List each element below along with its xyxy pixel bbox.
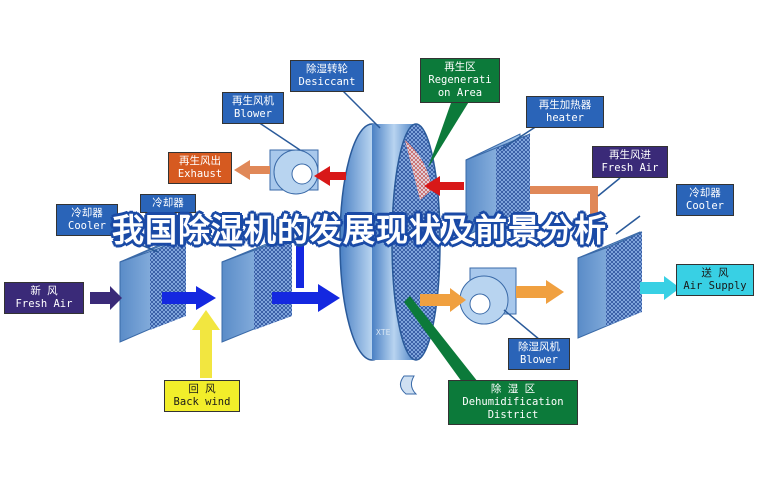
label-regen-area-en1: Regenerati	[428, 74, 492, 86]
label-cooler-left-en: Cooler	[68, 220, 106, 232]
label-cooler-left-zh: 冷却器	[71, 207, 103, 219]
label-regen-heater-zh: 再生加热器	[538, 99, 592, 111]
label-regen-fresh-air: 再生风进 Fresh Air	[592, 146, 668, 178]
label-regen-exhaust: 再生风出 Exhaust	[168, 152, 232, 184]
air-flow-arrows	[90, 160, 680, 378]
label-desiccant-zh: 除湿转轮	[306, 63, 348, 75]
arrow-blue-2	[272, 284, 340, 312]
label-cooler-mid-zh: 冷却器	[152, 197, 184, 209]
label-cooler-right-zh: 冷却器	[689, 187, 721, 199]
label-regen-heater: 再生加热器 heater	[526, 96, 604, 128]
label-regen-blower-en: Blower	[234, 108, 272, 120]
belt-icon	[400, 375, 418, 395]
label-cooler-left: 冷却器 Cooler	[56, 204, 118, 236]
arrow-blue-down	[296, 246, 304, 288]
label-air-supply-en: Air Supply	[683, 280, 747, 292]
label-back-wind-en: Back wind	[173, 396, 231, 408]
arrow-orange-2	[516, 280, 564, 304]
desiccant-wheel: XTE	[339, 123, 441, 361]
callout-dehum-district	[404, 296, 478, 382]
arrow-red-1	[424, 176, 464, 196]
label-fresh-air-in: 新 风 Fresh Air	[4, 282, 84, 314]
label-regen-area-en2: on Area	[437, 87, 483, 99]
regen-heater-unit	[465, 133, 531, 237]
dehum-blower-unit	[459, 267, 517, 325]
arrow-orange-1	[420, 288, 466, 312]
label-dehum-district-zh: 除 湿 区	[490, 383, 536, 395]
arrow-fresh-in	[90, 286, 122, 310]
arrow-red-2	[314, 166, 346, 186]
label-fresh-air-in-en: Fresh Air	[15, 298, 73, 310]
label-dehum-district-en1: Dehumidification	[462, 396, 564, 408]
label-regen-area-zh: 再生区	[444, 61, 476, 73]
cooler-mid-unit	[221, 235, 293, 343]
label-air-supply: 送 风 Air Supply	[676, 264, 754, 296]
arrow-regen-in	[530, 186, 598, 232]
label-fresh-air-in-zh: 新 风	[30, 285, 58, 297]
label-regen-heater-en: heater	[546, 112, 584, 124]
arrow-supply	[640, 276, 680, 300]
label-regen-fresh-air-en: Fresh Air	[601, 162, 659, 174]
label-cooler-right-en: Cooler	[686, 200, 724, 212]
label-back-wind-zh: 回 风	[188, 383, 216, 395]
label-regen-fresh-air-zh: 再生风进	[609, 149, 651, 161]
label-regen-exhaust-zh: 再生风出	[179, 155, 221, 167]
label-dehum-blower-en: Blower	[520, 354, 558, 366]
arrow-back-wind	[192, 310, 220, 378]
label-dehum-blower-zh: 除湿风机	[518, 341, 560, 353]
label-regen-blower-zh: 再生风机	[232, 95, 274, 107]
label-desiccant: 除湿转轮 Desiccant	[290, 60, 364, 92]
callout-lines	[109, 87, 641, 341]
label-dehum-blower: 除湿风机 Blower	[508, 338, 570, 370]
label-desiccant-en: Desiccant	[298, 76, 356, 88]
arrow-exhaust	[234, 160, 270, 180]
label-back-wind: 回 风 Back wind	[164, 380, 240, 412]
callout-regen-area	[428, 100, 470, 168]
arrow-blue-1	[162, 286, 216, 310]
cooler-left-unit	[119, 235, 187, 343]
label-cooler-mid: 冷却器	[140, 194, 196, 213]
label-dehum-district-en2: District	[487, 409, 539, 421]
label-cooler-right: 冷却器 Cooler	[676, 184, 734, 216]
label-regen-blower: 再生风机 Blower	[222, 92, 284, 124]
watermark: XTE	[376, 328, 391, 337]
label-air-supply-zh: 送 风	[701, 267, 729, 279]
overlay-title: 我国除湿机的发展现状及前景分析	[112, 211, 608, 249]
label-dehum-district: 除 湿 区 Dehumidification District	[448, 380, 578, 425]
cooler-right-unit	[577, 231, 643, 339]
regen-blower-unit	[269, 149, 319, 195]
label-regen-area: 再生区 Regenerati on Area	[420, 58, 500, 103]
label-regen-exhaust-en: Exhaust	[177, 168, 223, 180]
